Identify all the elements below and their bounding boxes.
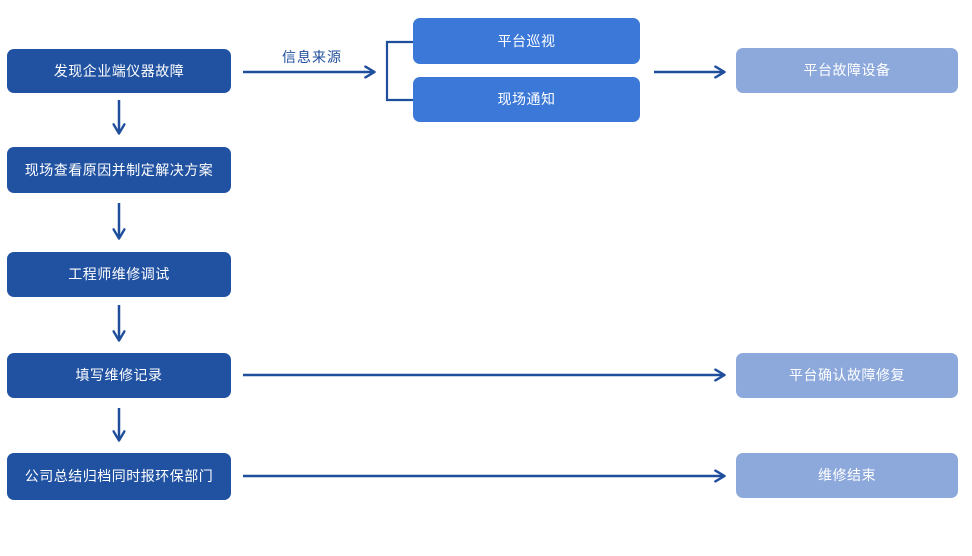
step-fill-repair-record: 填写维修记录 [7, 353, 231, 398]
step-company-archive-report: 公司总结归档同时报环保部门 [7, 453, 231, 500]
source-onsite-notification: 现场通知 [413, 77, 640, 122]
step-engineer-repair-debug: 工程师维修调试 [7, 252, 231, 297]
step-onsite-diagnosis-plan: 现场查看原因并制定解决方案 [7, 147, 231, 193]
platform-confirm-repair: 平台确认故障修复 [736, 353, 958, 398]
source-platform-inspection: 平台巡视 [413, 18, 640, 64]
repair-finished: 维修结束 [736, 453, 958, 498]
bracket-sources [385, 40, 413, 102]
info-source-label: 信息来源 [282, 49, 342, 65]
platform-fault-device: 平台故障设备 [736, 48, 958, 93]
step-discover-instrument-fault: 发现企业端仪器故障 [7, 49, 231, 93]
